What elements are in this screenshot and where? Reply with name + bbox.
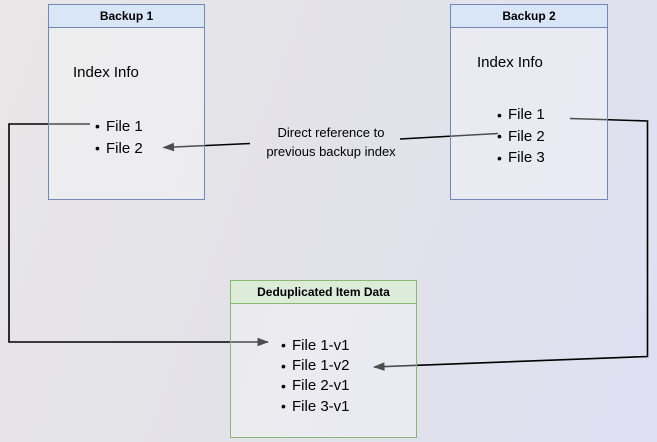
file-label: File 2 [508, 127, 545, 145]
bullet-icon: • [497, 106, 502, 123]
backup2-node: Backup 2 Index Info • File 1 • File 2 • … [450, 4, 608, 200]
dedup-title: Deduplicated Item Data [231, 281, 416, 304]
bullet-icon: • [281, 357, 286, 374]
edge-annotation: Direct reference to previous backup inde… [266, 123, 395, 161]
list-item: • File 3-v1 [279, 396, 350, 416]
list-item: • File 3 [495, 147, 545, 169]
list-item: • File 1-v1 [279, 335, 350, 355]
file-label: File 2 [106, 139, 143, 157]
bullet-icon: • [281, 398, 286, 415]
file-version-label: File 2-v1 [292, 377, 350, 395]
bullet-icon: • [281, 337, 286, 354]
list-item: • File 2 [495, 126, 545, 148]
list-item: • File 1-v2 [279, 355, 350, 375]
backup1-file-list: • File 1 • File 2 [93, 115, 143, 159]
backup2-file-list: • File 1 • File 2 • File 3 [495, 104, 545, 169]
dedup-file-list: • File 1-v1 • File 1-v2 • File 2-v1 • Fi… [279, 335, 350, 417]
file-version-label: File 1-v2 [292, 357, 350, 375]
backup1-index-heading: Index Info [73, 64, 139, 81]
list-item: • File 2 [93, 137, 143, 159]
backup2-title: Backup 2 [451, 5, 607, 28]
list-item: • File 1 [93, 115, 143, 137]
file-label: File 1 [508, 106, 545, 124]
file-label: File 1 [106, 117, 143, 135]
list-item: • File 1 [495, 104, 545, 126]
file-version-label: File 3-v1 [292, 397, 350, 415]
bullet-icon: • [497, 149, 502, 166]
edge-annotation-line2: previous backup index [266, 144, 396, 159]
backup2-index-heading: Index Info [477, 54, 543, 71]
bullet-icon: • [95, 140, 100, 156]
bullet-icon: • [497, 128, 502, 145]
list-item: • File 2-v1 [279, 376, 350, 396]
file-label: File 3 [508, 149, 545, 167]
backup1-title: Backup 1 [49, 5, 204, 28]
dedup-node: Deduplicated Item Data • File 1-v1 • Fil… [230, 280, 417, 438]
bullet-icon: • [95, 118, 100, 134]
edge-annotation-line1: Direct reference to [277, 125, 385, 140]
bullet-icon: • [281, 377, 286, 394]
backup1-node: Backup 1 Index Info • File 1 • File 2 [48, 4, 205, 200]
file-version-label: File 1-v1 [292, 336, 350, 354]
